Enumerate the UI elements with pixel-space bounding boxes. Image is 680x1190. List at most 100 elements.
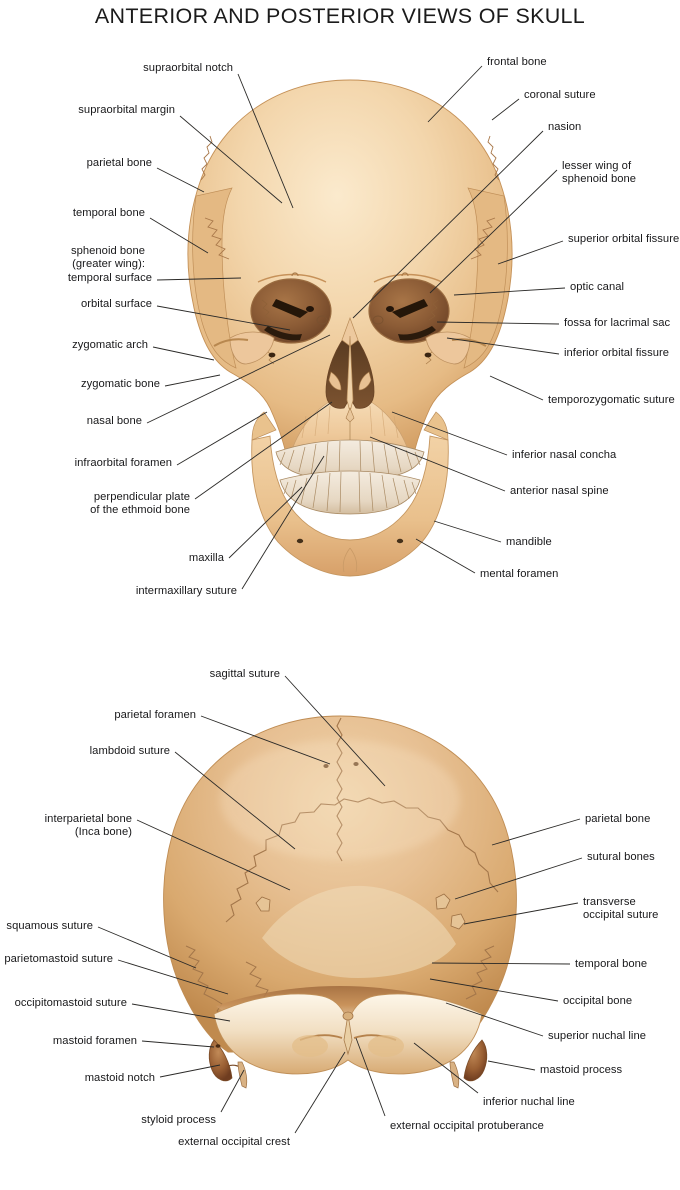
mental-protuberance [342,547,358,573]
maxilla [287,393,413,467]
label-maxilla: maxilla [188,552,224,564]
leader-occipital-bone [429,978,559,1002]
label-superior-orbital-fissure: superior orbital fissure [568,233,680,245]
label-supraorbital-margin: supraorbital margin [78,104,175,116]
orbit-left [250,278,332,344]
label-mandible: mandible [506,536,552,548]
label-inferior-nuchal-line: inferior nuchal line [483,1096,575,1108]
label-mastoid-foramen: mastoid foramen [52,1035,137,1047]
temporal-bone-left-plate [192,187,237,369]
label-infraorbital-foramen: infraorbital foramen [74,457,172,469]
upper-teeth-row [275,439,425,481]
infraorbital-foramen-right [424,352,432,358]
leader-temporal-bone-p [431,962,571,965]
inferior-nuchal-line-left [299,1034,343,1041]
leader-parietal-foramen [200,715,331,765]
leader-optic-canal [453,287,566,296]
leader-mastoid-notch [159,1064,221,1078]
leader-temporozygomatic-suture [489,375,544,401]
label-transverse-occipital-suture: transverse occipital suture [583,896,659,922]
superior-nuchal-line [216,986,464,1024]
leader-mastoid-foramen [141,1040,215,1048]
inferior-orbital-fissure-right [398,326,436,341]
leader-maxilla [228,486,303,559]
parietomastoid-suture [213,998,227,1017]
leader-supraorbital-notch [237,73,294,209]
label-nasal-bone: nasal bone [86,415,142,427]
leader-temporal-bone-a [149,217,209,254]
temporozygomatic-suture-left [267,351,275,365]
label-mastoid-notch: mastoid notch [84,1072,155,1084]
vault-highlight [220,740,460,860]
label-parietal-foramen: parietal foramen [114,709,196,721]
supraorbital-margin-right [373,273,443,283]
leader-supraorbital-margin [179,115,283,204]
label-external-occipital-protuberance: external occipital protuberance [390,1120,544,1132]
squamous-suture-anterior-right [470,217,496,260]
leader-zygomatic-arch [152,346,215,361]
label-zygomatic-arch: zygomatic arch [72,339,148,351]
label-superior-nuchal-line: superior nuchal line [548,1030,647,1042]
leader-mastoid-process [487,1060,536,1071]
nuchal-fossa-right [368,1035,404,1057]
orbit-right [368,278,450,344]
leader-nasion [352,130,544,319]
leader-sutural-bones [454,857,583,900]
leader-fossa-lacrimal-sac [436,321,560,325]
nuchal-fossa-left [292,1035,328,1057]
fossa-for-lacrimal-sac-right [372,315,384,325]
mandible [251,435,449,577]
label-intermaxillary-suture: intermaxillary suture [135,585,237,597]
label-perpendicular-plate: perpendicular plate of the ethmoid bone [90,491,190,517]
leader-transverse-occipital-suture [463,902,579,925]
leader-inferior-orbital-fissure [446,337,560,355]
label-anterior-nasal-spine: anterior nasal spine [510,485,609,497]
label-occipital-bone: occipital bone [563,995,633,1007]
label-occipitomastoid-suture: occipitomastoid suture [14,997,127,1009]
leader-inferior-nasal-concha [391,411,508,456]
leader-orbital-surface [156,305,291,331]
mastoid-foramen [215,1044,221,1048]
styloid-process [237,1061,248,1089]
leader-mental-foramen [415,538,476,574]
leader-parietal-bone-a [156,167,205,193]
external-occipital-crest [343,1013,353,1056]
inferior-nuchal-line-right [353,1034,397,1041]
label-fossa-lacrimal-sac: fossa for lacrimal sac [564,317,671,329]
supraorbital-notch-left [291,272,299,277]
leader-lambdoid-suture [174,751,296,850]
transverse-occipital-suture [245,961,434,1039]
coronal-suture-right [487,135,500,181]
label-parietal-bone-p: parietal bone [585,813,651,825]
label-supraorbital-notch: supraorbital notch [143,62,233,74]
sutural-bone-3 [255,896,271,912]
supraorbital-notch-right [401,272,409,277]
nasal-bone [341,316,359,347]
label-temporal-bone-p: temporal bone [575,958,648,970]
label-parietomastoid-suture: parietomastoid suture [4,953,113,965]
mastoid-process-left [208,1039,233,1082]
sutural-bone-1 [435,893,451,910]
optic-canal-right [386,306,394,312]
leader-infraorbital-foramen [176,411,268,466]
anterior-nasal-spine [345,407,355,423]
leader-lesser-wing [429,169,558,294]
mandibular-ramus-left [251,411,277,441]
leader-superior-orbital-fissure [497,240,564,265]
label-inferior-nasal-concha: inferior nasal concha [512,449,617,461]
orbital-suture-left [261,299,272,321]
orbital-suture-right [428,299,439,321]
leader-intermaxillary-suture [241,455,325,590]
page-title: ANTERIOR AND POSTERIOR VIEWS OF SKULL [94,4,586,28]
fossa-for-lacrimal-sac-left [316,315,328,325]
leader-coronal-suture [491,98,520,121]
external-occipital-protuberance [342,1011,354,1021]
superior-orbital-fissure-left [272,299,308,318]
leader-lines [97,65,583,1134]
leader-temporal-surface [156,277,242,281]
label-lambdoid-suture: lambdoid suture [89,745,170,757]
occipital-bone-nuchal-plate [213,993,483,1075]
leader-occipitomastoid-suture [131,1003,231,1022]
coronal-suture-left [200,135,213,181]
label-mental-foramen: mental foramen [480,568,559,580]
